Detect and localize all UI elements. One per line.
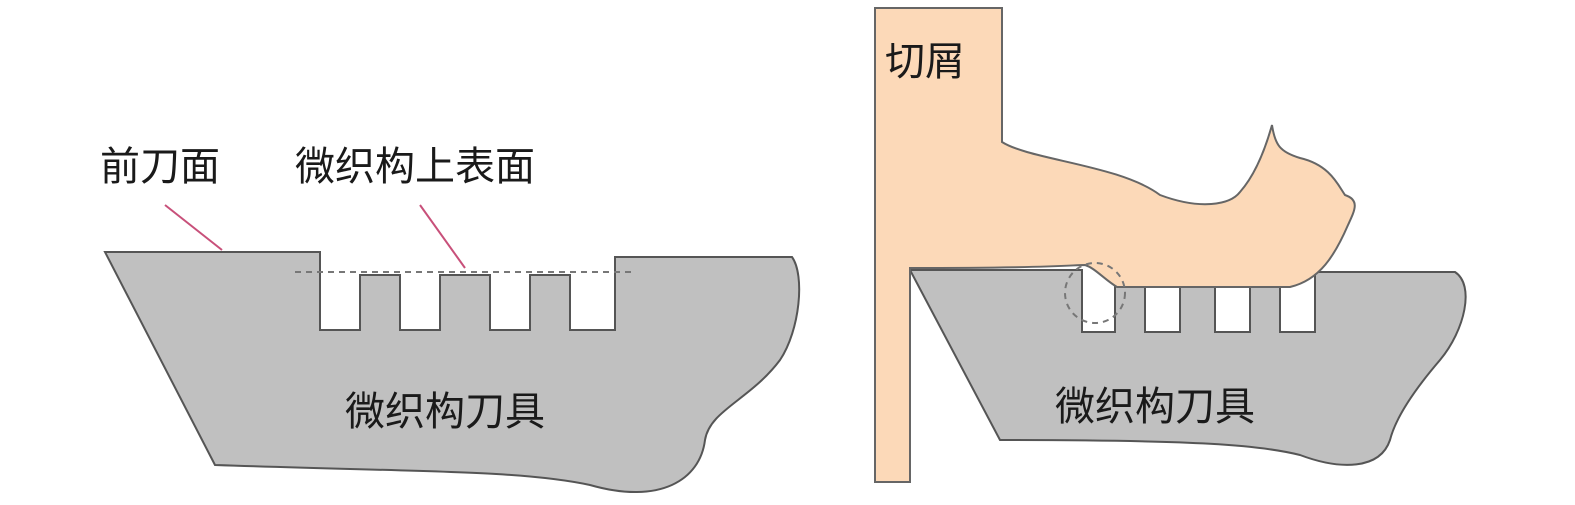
- left-figure: 前刀面 微织构上表面 微织构刀具: [100, 144, 801, 494]
- top-surface-label: 微织构上表面: [295, 144, 535, 190]
- microtextured-tool-left: [103, 251, 801, 494]
- rake-face-leader: [164, 204, 223, 251]
- right-figure: 切屑 微织构刀具: [874, 7, 1467, 483]
- rake-face-label: 前刀面: [100, 144, 220, 190]
- tool-label-right: 微织构刀具: [1055, 384, 1255, 430]
- microtextured-tool-right: [908, 269, 1467, 466]
- tool-label-left: 微织构刀具: [345, 389, 545, 435]
- chip: [874, 7, 1356, 483]
- top-surface-leader: [419, 204, 466, 269]
- contact-zone-dashed-circle: [1064, 262, 1126, 324]
- chip-label: 切屑: [885, 39, 965, 85]
